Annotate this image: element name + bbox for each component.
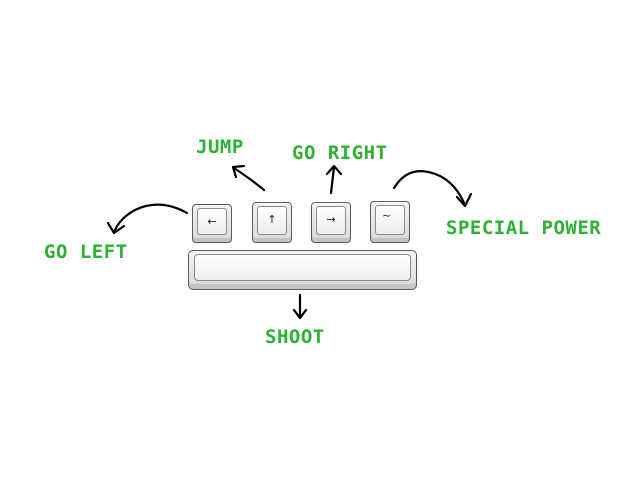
arrow-go-right bbox=[329, 165, 336, 195]
key-right-arrow: → bbox=[311, 202, 351, 243]
left-arrow-icon: ← bbox=[207, 215, 217, 228]
up-arrow-icon: ↑ bbox=[267, 213, 277, 226]
key-tilde: ~ bbox=[370, 201, 410, 243]
label-go-right: GO RIGHT bbox=[292, 142, 388, 164]
arrow-jump bbox=[232, 166, 266, 192]
key-up-arrow: ↑ bbox=[252, 202, 292, 243]
label-go-left: GO LEFT bbox=[44, 241, 128, 263]
arrowhead-go-right bbox=[325, 164, 343, 176]
arrowhead-shoot bbox=[292, 308, 308, 320]
arrow-special-power bbox=[392, 170, 467, 207]
tilde-icon: ~ bbox=[382, 209, 392, 222]
label-jump: JUMP bbox=[196, 136, 244, 158]
key-spacebar bbox=[188, 250, 417, 290]
key-left-arrow: ← bbox=[192, 204, 232, 243]
right-arrow-icon: → bbox=[326, 213, 336, 226]
arrow-go-left bbox=[112, 203, 189, 234]
arrowhead-special-power bbox=[455, 192, 473, 208]
arrowhead-go-left bbox=[106, 221, 126, 235]
label-special-power: SPECIAL POWER bbox=[446, 217, 602, 239]
label-shoot: SHOOT bbox=[265, 326, 325, 348]
arrowhead-jump bbox=[231, 164, 246, 179]
